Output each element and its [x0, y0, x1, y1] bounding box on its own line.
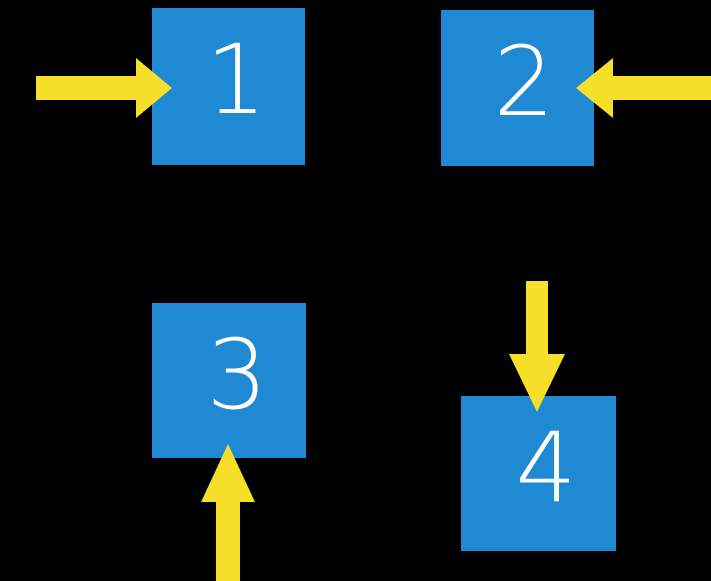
diagram-node-1[interactable]	[152, 8, 305, 165]
diagram-node-4[interactable]	[461, 396, 616, 551]
arrow-left-shape	[576, 58, 711, 118]
arrow-left-icon	[576, 58, 711, 118]
arrow-up-icon	[201, 444, 255, 581]
arrow-up-shape	[201, 444, 255, 581]
diagram-node-2-label: 2	[493, 26, 555, 138]
diagram-node-3-label: 3	[206, 319, 268, 431]
arrow-right-shape	[36, 58, 172, 118]
diagram-node-4-label: 4	[515, 412, 577, 524]
arrow-down-shape	[509, 281, 565, 412]
diagram-node-3[interactable]	[152, 303, 306, 458]
arrow-right-icon	[36, 58, 172, 118]
diagram-node-2[interactable]	[441, 10, 594, 166]
diagram-node-1-label: 1	[205, 24, 267, 136]
arrow-down-icon	[509, 281, 565, 412]
